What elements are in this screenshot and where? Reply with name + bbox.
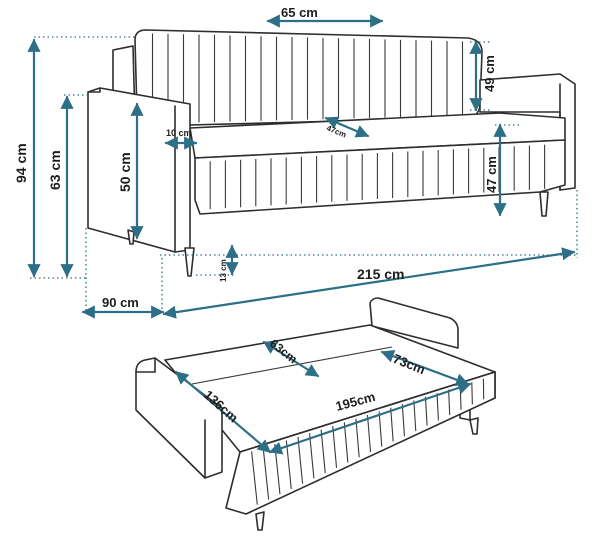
front-channels — [209, 144, 546, 210]
sofa-seat — [189, 112, 566, 159]
label-armrest-width: 10 cm — [166, 128, 192, 138]
dim-bed-length-arrow — [268, 381, 472, 455]
sofa-bed-view — [135, 297, 496, 531]
label-side-seat-height: 47 cm — [484, 156, 499, 193]
bed-leg-front-right — [469, 417, 479, 435]
sofa-leg-front-right — [539, 191, 549, 217]
bed-left-armrest-top — [135, 357, 156, 373]
dim-total-width-arrow — [162, 247, 576, 319]
sofa-leg-front-left — [184, 247, 195, 277]
bed-leg-front-left — [255, 511, 265, 531]
dim-bed-side-depth-arrow — [380, 349, 470, 387]
dimension-arrows-bottom — [174, 340, 472, 455]
backrest-channels — [151, 33, 464, 124]
bed-channel-line — [471, 382, 473, 405]
label-cushion-width: 65 cm — [281, 5, 318, 20]
sofa-closed-view — [87, 29, 576, 277]
bed-channel-line — [262, 447, 270, 500]
sofa-right-armrest — [479, 73, 576, 191]
dimension-arrows-top — [27, 14, 576, 319]
dim-seat-depth-arrow — [324, 116, 370, 138]
dim-bed-width-arrow — [174, 370, 272, 454]
label-total-depth: 90 cm — [102, 295, 139, 310]
label-seat-height-front: 50 cm — [117, 152, 133, 192]
label-leg-height: 13 cm — [219, 259, 228, 282]
label-cushion-height: 49 cm — [482, 55, 497, 92]
left-armrest-top — [87, 87, 101, 93]
label-total-width: 215 cm — [357, 266, 404, 282]
bed-right-armrest — [369, 297, 459, 349]
dim-bed-head-depth-arrow — [262, 340, 320, 378]
sofa-leg-back-left — [127, 229, 135, 245]
bed-channel-line — [251, 451, 258, 505]
label-total-height: 94 cm — [13, 143, 29, 183]
label-armrest-height: 63 cm — [47, 150, 63, 190]
